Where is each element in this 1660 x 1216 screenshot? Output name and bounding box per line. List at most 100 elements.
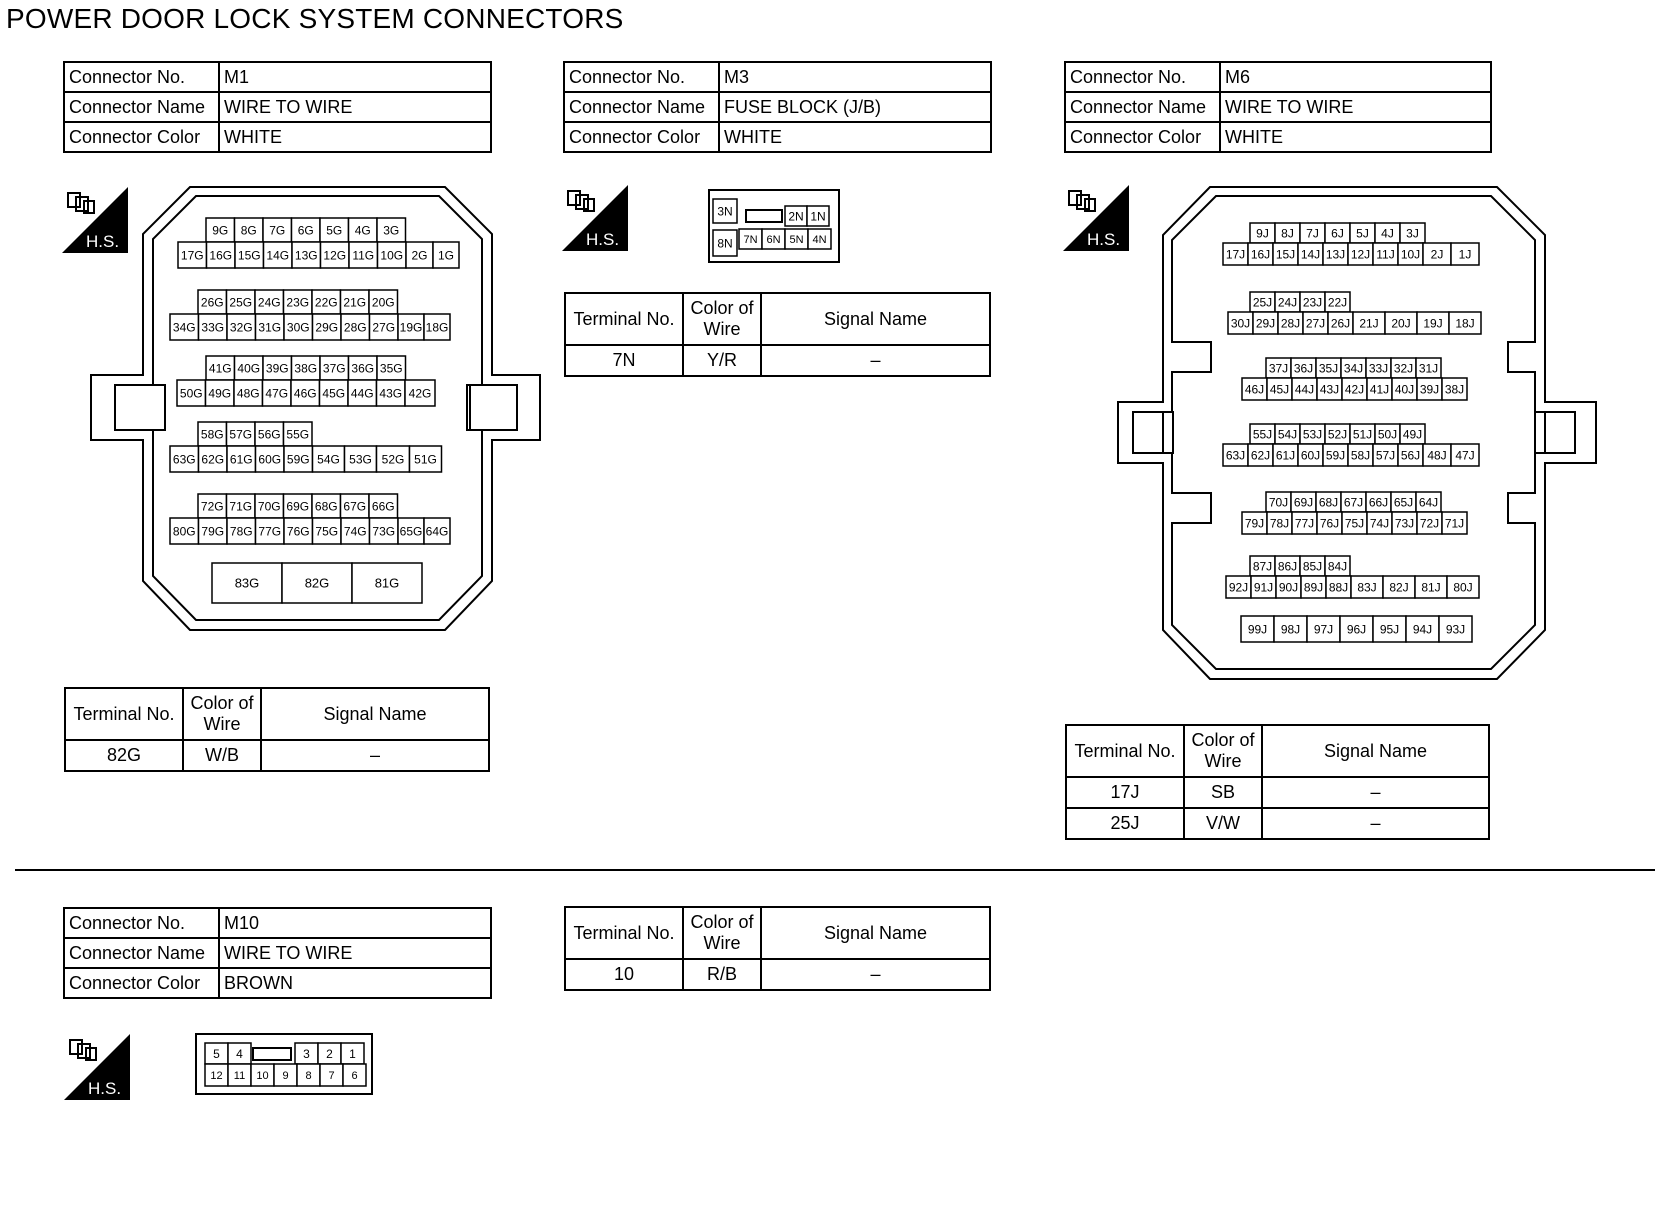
pin-cavity [1441,377,1468,401]
pin-label: 45J [1270,382,1289,396]
pin-label: 48G [237,386,260,400]
pin-cavity [225,421,256,447]
pin-label: 57G [229,427,252,441]
pin-cavity [408,445,443,473]
color-of-wire-header-line1: Color of [1191,730,1255,750]
pin-label: 68J [1319,495,1338,509]
pin-label: 35J [1319,361,1338,375]
pin-cavity [1438,615,1473,643]
connector-name-value: FUSE BLOCK (J/B) [718,91,992,123]
signal-name-cell: – [760,958,991,991]
pin-label: 73G [372,524,395,538]
pin-label: 90J [1279,580,1298,594]
pin-label: 57J [1376,448,1395,462]
pin-label: 8N [717,236,732,250]
pin-label: 53G [349,452,372,466]
pin-label: 78G [230,524,253,538]
pin-cavity [376,355,407,381]
pin-label: 37G [323,361,346,375]
pin-cavity [177,241,208,269]
pin-label: 33J [1369,361,1388,375]
pin-label: 96J [1347,622,1366,636]
pin-cavity [368,289,399,315]
pin-label: 70G [258,499,281,513]
pin-label: 79G [201,524,224,538]
pin-label: 79J [1245,516,1264,530]
connector-name-value: WIRE TO WIRE [218,91,492,123]
pin-cavity [205,241,236,269]
pin-label: 7 [328,1070,334,1082]
pin-label: 44J [1295,382,1314,396]
color-of-wire-header-line1: Color of [190,693,254,713]
pin-label: 68G [315,499,338,513]
pin-cavity [347,379,378,407]
pin-cavity [712,198,738,224]
pin-label: 9G [212,223,228,237]
pin-label: 63G [173,452,196,466]
pin-label: 39J [1420,382,1439,396]
pin-label: 60G [258,452,281,466]
pin-label: 73J [1395,516,1414,530]
hs-label: H.S. [1087,230,1120,249]
pin-label: 81J [1421,580,1440,594]
table-row: 10 R/B – [564,958,991,991]
pin-label: 23G [286,295,309,309]
signal-name-cell: – [1261,776,1490,809]
pin-cavity [1441,511,1468,535]
pin-label: 91J [1254,580,1273,594]
connector-name-value: WIRE TO WIRE [218,937,492,969]
pin-label: 42G [409,386,432,400]
label-connector-color: Connector Color [1064,121,1221,153]
pin-label: 7N [743,234,757,246]
color-of-wire-header-line2: Wire [1204,751,1242,771]
pin-cavity [351,562,423,604]
signal-name-cell: – [260,739,490,772]
pin-label: 5N [789,234,803,246]
pin-label: 92J [1229,580,1248,594]
hs-label: H.S. [586,230,619,249]
pin-label: 41J [1370,382,1389,396]
pin-label: 16G [209,248,232,262]
label-connector-no: Connector No. [63,61,220,93]
pin-label: 46G [294,386,317,400]
label-connector-color: Connector Color [63,967,220,999]
pin-label: 53J [1303,427,1322,441]
table-row: 7N Y/R – [564,344,991,377]
pin-label: 21J [1359,316,1378,330]
pin-label: 43J [1320,382,1339,396]
pin-label: 64G [426,524,449,538]
page-title: POWER DOOR LOCK SYSTEM CONNECTORS [6,3,624,34]
pin-label: 61G [230,452,253,466]
pin-label: 66G [372,499,395,513]
signal-name-header: Signal Name [760,906,991,960]
pin-label: 30G [287,320,310,334]
pin-cavity [283,445,314,473]
pin-label: 75G [315,524,338,538]
pin-label: 2 [326,1047,333,1061]
pin-label: 27G [372,320,395,334]
label-connector-name: Connector Name [563,91,720,123]
pin-label: 87J [1253,559,1272,573]
pin-cavity [169,445,200,473]
pin-label: 25J [1253,295,1272,309]
pin-cavity [712,229,738,257]
pin-cavity [1450,443,1480,467]
pin-label: 65J [1394,495,1413,509]
pin-label: 45G [322,386,345,400]
pin-label: 34J [1344,361,1363,375]
pin-label: 80J [1453,580,1472,594]
terminal-no-header: Terminal No. [564,292,684,346]
pin-label: 32J [1394,361,1413,375]
pin-label: 82J [1389,580,1408,594]
pin-label: 24G [258,295,281,309]
signal-name-header: Signal Name [760,292,991,346]
pin-cavity [282,493,313,519]
pin-cavity [376,217,407,243]
pin-label: 63J [1226,448,1245,462]
hs-badge-icon: H.S. [562,185,628,251]
